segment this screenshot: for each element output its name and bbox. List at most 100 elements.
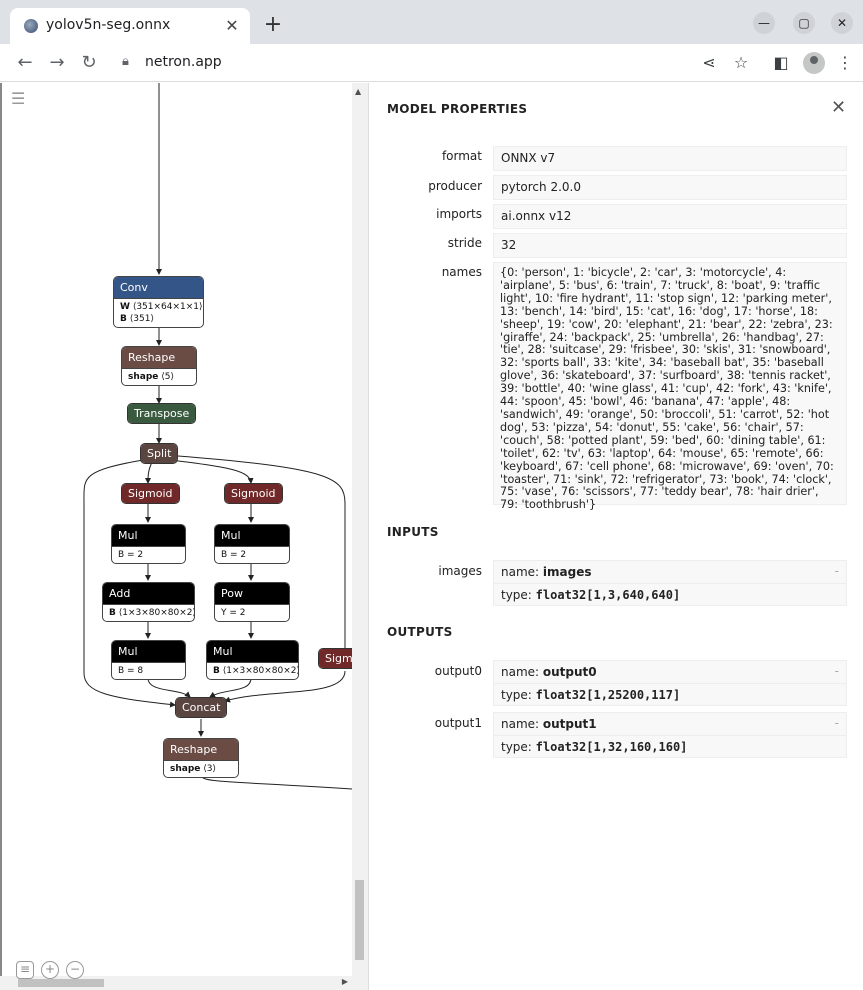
output-type-row: type: float32[1,25200,117] [494,683,846,705]
close-window-icon[interactable]: ✕ [831,12,853,34]
names-value: {0: 'person', 1: 'bicycle', 2: 'car', 3:… [493,262,847,511]
edge [209,677,252,698]
address-bar[interactable]: netron.app [145,54,222,70]
reshape-shape-attr: shape ⟨3⟩ [170,764,217,774]
output-name-row: name: output1- [501,716,839,731]
pow-node[interactable]: Pow Y = 2 [214,582,290,622]
edge [145,461,153,484]
mul-node-title: Mul [112,641,185,663]
add-node-title: Add [103,583,194,605]
output-type-row: type: float32[1,32,160,160] [494,735,846,757]
mul-node[interactable]: Mul B = 2 [111,524,186,564]
reshape-node-title: Reshape [122,347,196,369]
add-node[interactable]: Add B ⟨1×3×80×80×2⟩ [102,582,195,622]
property-label: names [441,265,482,279]
output-label: output0 [434,664,482,678]
mul-node-title: Mul [112,525,185,547]
concat-node-title: Concat [176,698,227,717]
scroll-right-arrow-icon[interactable]: ▶ [341,977,348,986]
minimize-icon[interactable]: — [753,12,775,34]
tab-close-icon[interactable]: ✕ [225,16,239,35]
zoom-in-icon[interactable]: + [41,961,59,979]
property-label: format [441,149,482,163]
property-value: ai.onnx v12 [493,204,847,229]
property-label: stride [447,236,482,250]
tab-strip: yolov5n-seg.onnx ✕ + — ▢ ✕ [0,0,863,44]
transpose-node-title: Transpose [128,404,196,423]
graph-horizontal-scrollbar[interactable]: ▶ [0,976,352,990]
property-label: imports [436,207,482,221]
graph-vertical-scrollbar[interactable]: ▲ [352,83,368,990]
reshape-node[interactable]: Reshape shape ⟨3⟩ [163,738,239,778]
concat-node[interactable]: Concat [175,697,228,718]
mul-node[interactable]: Mul B = 8 [111,640,186,680]
model-properties-panel: MODEL PROPERTIES ✕ format ONNX v7 produc… [368,83,863,990]
mul-node-title: Mul [207,641,298,663]
forward-arrow-icon[interactable]: → [49,52,65,73]
tab-netron[interactable]: yolov5n-seg.onnx ✕ [10,8,250,44]
menu-icon[interactable]: ☰ [11,89,26,108]
reload-icon[interactable]: ↻ [81,52,97,73]
mul-attr: B ⟨1×3×80×80×2⟩ [213,666,299,676]
outputs-section-title: OUTPUTS [387,625,453,639]
transpose-node[interactable]: Transpose [127,403,197,424]
add-attr: B ⟨1×3×80×80×2⟩ [109,608,195,618]
split-node-title: Split [141,444,178,463]
reshape-shape-attr: shape ⟨5⟩ [128,372,175,382]
mul-node-title: Mul [215,525,289,547]
edge [147,677,191,698]
mul-attr: B = 2 [118,550,144,560]
edge [177,455,346,650]
conv-node[interactable]: Conv W ⟨351×64×1×1⟩ B ⟨351⟩ [113,276,204,328]
horizontal-scroll-thumb[interactable] [18,979,104,987]
mul-node[interactable]: Mul B ⟨1×3×80×80×2⟩ [206,640,299,680]
conv-bias-attr: B ⟨351⟩ [120,314,154,324]
sigmoid-node-title: Sigmoid [122,484,179,503]
list-view-icon[interactable]: ≡ [16,961,34,979]
expand-toggle[interactable]: - [834,664,839,678]
reshape-node-title: Reshape [164,739,238,761]
profile-avatar[interactable] [803,52,825,74]
output-box: name: output0- type: float32[1,25200,117… [493,660,847,706]
bookmark-star-icon[interactable]: ☆ [733,53,749,72]
pow-attr: Y = 2 [221,608,246,618]
property-value: 32 [493,233,847,258]
browser-toolbar: ← → ↻ 🔒︎ netron.app ⋖ ☆ ◧ ⋮ [0,44,863,82]
graph-canvas[interactable]: ☰ [0,83,368,990]
panel-close-icon[interactable]: ✕ [831,97,847,118]
new-tab-button[interactable]: + [263,12,283,37]
sigmoid-node[interactable]: Sigmoid [224,483,283,504]
edge [224,670,346,703]
vertical-scroll-thumb[interactable] [355,880,364,960]
zoom-out-icon[interactable]: − [66,961,84,979]
graph-left-border [0,83,2,990]
pow-node-title: Pow [215,583,289,605]
lock-icon[interactable]: 🔒︎ [122,54,129,69]
sigmoid-node[interactable]: Sigmoid [121,483,180,504]
edge [83,459,176,708]
expand-toggle[interactable]: - [834,716,839,730]
property-value: pytorch 2.0.0 [493,175,847,200]
split-node[interactable]: Split [140,443,179,464]
netron-favicon-icon [24,19,38,33]
reshape-node[interactable]: Reshape shape ⟨5⟩ [121,346,197,386]
output-box: name: output1- type: float32[1,32,160,16… [493,712,847,758]
mul-node[interactable]: Mul B = 2 [214,524,290,564]
expand-toggle[interactable]: - [834,564,839,578]
side-panel-icon[interactable]: ◧ [773,53,789,72]
output-label: output1 [434,716,482,730]
property-value: ONNX v7 [493,146,847,171]
conv-node-title: Conv [114,277,203,299]
panel-title: MODEL PROPERTIES [387,102,528,116]
inputs-section-title: INPUTS [387,525,439,539]
maximize-icon[interactable]: ▢ [793,12,815,34]
input-name-row: name: images- [501,564,839,579]
property-label: producer [428,179,482,193]
scroll-up-arrow-icon[interactable]: ▲ [355,87,362,96]
input-label: images [438,564,482,578]
share-icon[interactable]: ⋖ [702,53,716,72]
back-arrow-icon[interactable]: ← [17,52,33,73]
kebab-menu-icon[interactable]: ⋮ [837,53,853,72]
tab-title: yolov5n-seg.onnx [46,17,171,33]
conv-weight-attr: W ⟨351×64×1×1⟩ [120,302,203,312]
